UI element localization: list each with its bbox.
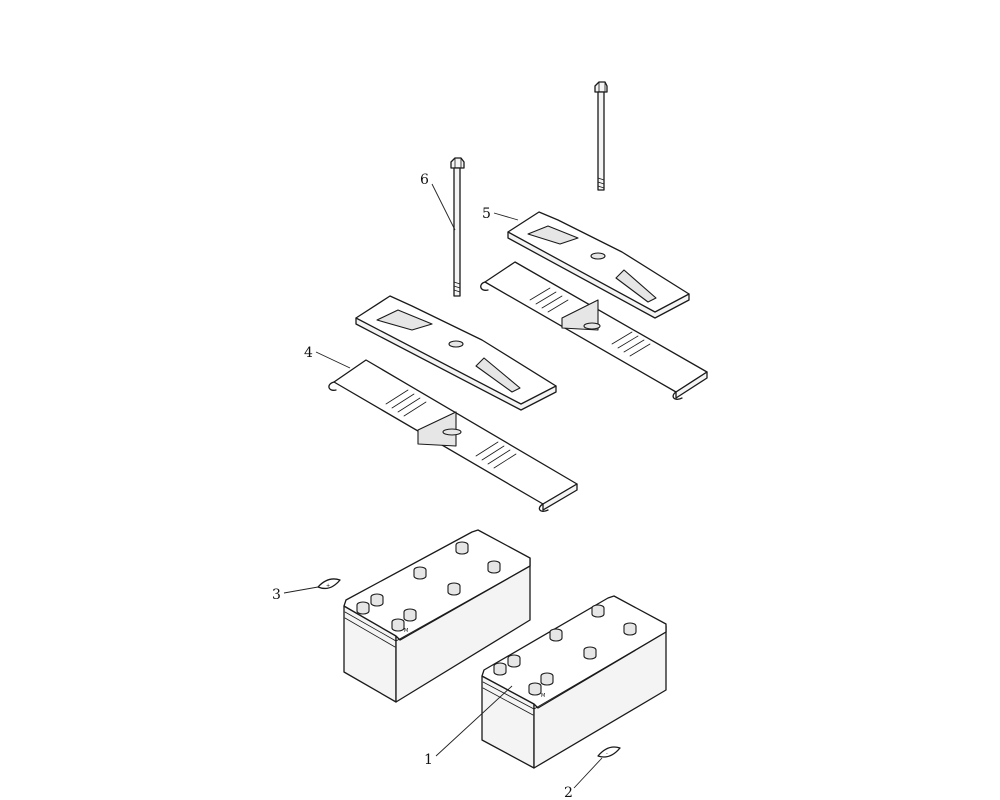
callout-4: 4 <box>304 345 313 361</box>
callout-3: 3 <box>272 587 281 603</box>
callout-5: 5 <box>482 206 491 222</box>
battery-right: M <box>481 595 667 769</box>
hold-down-bolt-left <box>450 157 465 297</box>
hold-down-bolt-right <box>594 81 608 191</box>
leader-6 <box>431 183 456 231</box>
terminal-label-positive: + <box>317 578 341 590</box>
battery-right-terminal-mark: M <box>541 693 545 699</box>
leader-2 <box>573 757 603 789</box>
battery-left: M <box>343 529 531 703</box>
leader-4 <box>315 351 351 369</box>
battery-tray-right <box>480 261 708 400</box>
leader-5 <box>493 212 519 221</box>
label-minus-mark: - <box>606 751 608 757</box>
hold-down-bracket-right <box>507 211 690 319</box>
hold-down-bracket-left <box>355 295 557 411</box>
callout-1: 1 <box>424 752 433 768</box>
callout-2: 2 <box>564 785 573 800</box>
label-plus-mark: + <box>326 583 330 589</box>
callout-6: 6 <box>420 172 429 188</box>
terminal-label-negative: - <box>597 746 621 758</box>
battery-tray-left <box>328 359 578 512</box>
leader-1 <box>435 685 513 757</box>
leader-3 <box>283 586 319 594</box>
battery-left-terminal-mark: M <box>404 628 408 634</box>
